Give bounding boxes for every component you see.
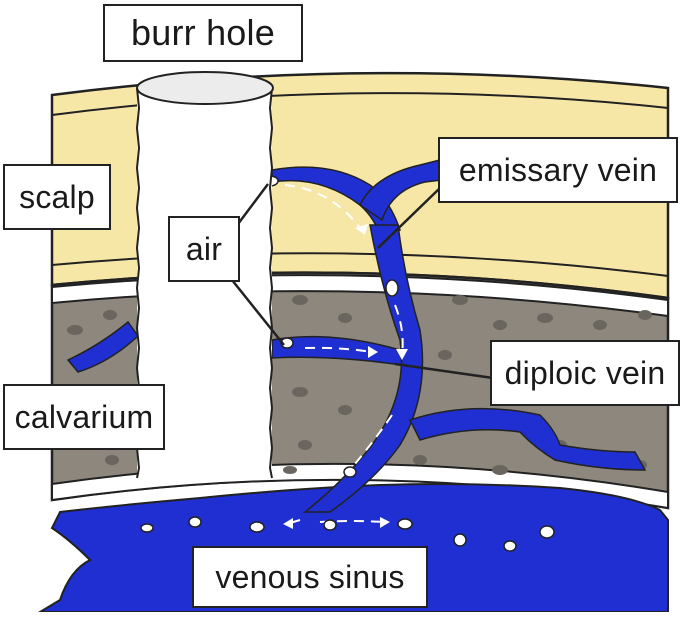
flow-arrow-icon <box>304 346 373 353</box>
flow-arrow-icon <box>284 184 366 236</box>
leader-air-lower <box>231 279 285 346</box>
burr-hole-cylinder <box>137 88 272 478</box>
flow-arrow-icon <box>349 414 393 471</box>
diploic-vein-right <box>408 407 647 471</box>
air-bubble-icon <box>188 516 202 528</box>
air-bubble-icon <box>397 518 413 530</box>
label-emissary-vein: emissary vein <box>438 137 678 203</box>
air-bubble-icon <box>323 519 337 531</box>
main-descending-vein <box>302 224 424 513</box>
flow-arrow-icon <box>380 517 390 528</box>
label-diploic-vein: diploic vein <box>490 340 680 406</box>
label-burr-hole: burr hole <box>103 4 303 62</box>
air-bubble-icon <box>539 525 555 539</box>
label-scalp: scalp <box>3 164 111 230</box>
air-bubble-icon <box>343 466 357 478</box>
air-bubble-icon <box>453 533 467 547</box>
flow-arrow-icon <box>283 518 293 529</box>
leader-lines <box>231 183 494 380</box>
vein-network <box>271 159 647 513</box>
leader-air-upper <box>234 183 269 229</box>
leader-diploic <box>394 362 494 380</box>
label-air: air <box>168 216 240 282</box>
label-calvarium: calvarium <box>3 384 165 450</box>
leader-emissary <box>377 187 441 249</box>
flow-arrow-icon <box>394 304 404 356</box>
vein-branch-from-hole <box>271 166 401 242</box>
air-bubble-icon <box>140 523 154 533</box>
burr-hole-opening <box>136 71 274 105</box>
air-bubble-icon <box>385 279 399 297</box>
air-bubble-icon <box>249 521 265 533</box>
flow-arrow-icon <box>355 224 368 235</box>
burr-hole-right-wall <box>268 87 274 479</box>
air-bubble-icon <box>503 540 517 552</box>
flow-arrow-icon <box>396 349 408 360</box>
arrow-heads <box>283 224 408 529</box>
label-venous-sinus: venous sinus <box>192 546 428 608</box>
flow-arrow-icon <box>368 346 378 358</box>
